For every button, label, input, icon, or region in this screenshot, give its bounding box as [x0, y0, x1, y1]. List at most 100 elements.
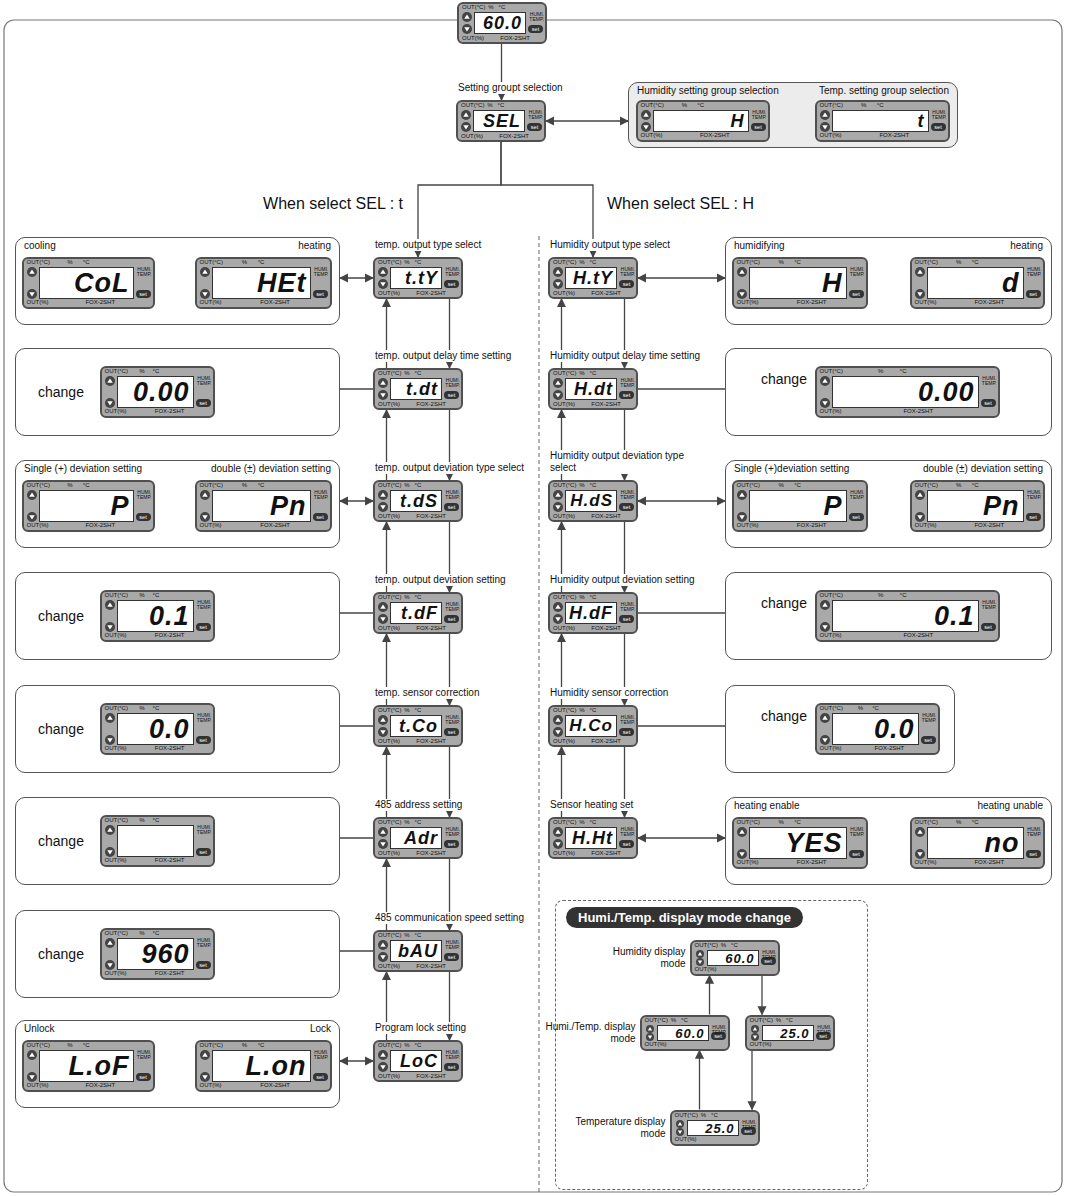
lcd-window: Adr [390, 827, 442, 849]
down-triangle [107, 401, 113, 405]
model-name: FOX-2SHT [591, 513, 621, 520]
mode-label: TEMP. [982, 605, 997, 610]
lcd-readout: no [985, 828, 1023, 858]
up-triangle [380, 605, 386, 609]
set-button: set [619, 840, 634, 848]
unit-label: OUT(°C) [915, 259, 938, 266]
mode-label: TEMP. [445, 720, 460, 725]
up-triangle [107, 602, 113, 606]
model-name: FOX-2SHT [591, 401, 621, 408]
unit-label: °C [415, 932, 422, 939]
unit-label: OUT(%) [200, 522, 222, 529]
model-name: FOX-2SHT [416, 963, 446, 970]
up-button [553, 490, 563, 500]
down-triangle [380, 1065, 386, 1069]
lcd-readout: 960 [141, 939, 192, 969]
controller-panel: 0.00setOUT(°C)%°CHUMI.TEMP.OUT(%)FOX-2SH… [100, 366, 215, 418]
mode-caption: Humi./Temp. display mode [541, 1021, 636, 1045]
mode-branch-label: When select SEL : H [605, 194, 756, 214]
unit-label: % [778, 819, 783, 826]
set-button: set [849, 850, 864, 858]
lcd-window: t [832, 110, 929, 132]
lcd-window: no [927, 827, 1024, 859]
unit-label: OUT(°C) [378, 259, 401, 266]
up-button [553, 827, 563, 837]
unit-label: OUT(°C) [27, 482, 50, 489]
down-triangle [380, 730, 386, 734]
up-button [378, 827, 388, 837]
controller-panel: PsetOUT(°C)%°CHUMI.TEMP.OUT(%)FOX-2SHT [22, 480, 155, 532]
unit-label: % [404, 594, 409, 601]
up-triangle [739, 269, 745, 273]
up-button [737, 267, 747, 277]
set-button: set [313, 1073, 328, 1081]
lcd-window: 25.0 [687, 1120, 739, 1136]
button-label: set [619, 391, 634, 399]
down-button [696, 958, 704, 966]
down-triangle [107, 738, 113, 742]
lcd-window: t.dt [390, 378, 442, 400]
lcd-readout: t.dF [401, 603, 441, 623]
down-triangle [107, 625, 113, 629]
unit-label: OUT(%) [378, 625, 400, 632]
unit-label: % [139, 592, 144, 599]
down-button [200, 289, 210, 299]
mode-caption: Temperature display mode [571, 1116, 666, 1140]
unit-label: % [242, 259, 247, 266]
unit-label: OUT(°C) [750, 1017, 773, 1024]
up-button [105, 938, 115, 948]
down-triangle [202, 1075, 208, 1079]
button-label: set [196, 848, 211, 856]
lcd-window: Pn [212, 490, 311, 522]
up-button [378, 267, 388, 277]
down-triangle [555, 393, 561, 397]
unit-label: OUT(%) [915, 859, 937, 866]
option-group: humidifyingheatingHsetOUT(°C)%°CHUMI.TEM… [725, 237, 1052, 325]
unit-label: OUT(%) [27, 1082, 49, 1089]
up-triangle [555, 270, 561, 274]
up-button [737, 827, 747, 837]
unit-label: °C [415, 819, 422, 826]
step-label: Humidity output deviation type select [548, 450, 712, 474]
up-triangle [202, 492, 208, 496]
controller-panel: H.dtsetOUT(°C)%°CHUMI.TEMP.OUT(%)FOX-2SH… [548, 368, 638, 410]
step-label: temp. output deviation setting [373, 574, 508, 586]
step-label: Humidity output type select [548, 239, 672, 251]
button-label: set [849, 850, 864, 858]
unit-label: % [778, 259, 783, 266]
lcd-readout: L.on [246, 1051, 310, 1081]
down-button [105, 847, 115, 857]
unit-label: % [701, 1112, 706, 1119]
down-button [646, 1033, 654, 1041]
lcd-readout: H.dt [574, 379, 616, 399]
lcd-readout: d [1002, 268, 1023, 298]
down-triangle [29, 515, 35, 519]
unit-label: OUT(%) [105, 970, 127, 977]
mode-label: TEMP. [1027, 495, 1042, 500]
unit-label: OUT(°C) [105, 930, 128, 937]
lcd-window: t.dS [390, 490, 442, 512]
model-name: FOX-2SHT [416, 401, 446, 408]
set-button: set [1026, 513, 1041, 521]
unit-label: °C [258, 1042, 265, 1049]
button-label: set [313, 290, 328, 298]
controller-panel: L.oFsetOUT(°C)%°CHUMI.TEMP.OUT(%)FOX-2SH… [22, 1040, 155, 1092]
up-triangle [464, 15, 470, 19]
button-label: set [136, 290, 151, 298]
unit-label: OUT(%) [27, 522, 49, 529]
action-label: change [38, 833, 84, 850]
down-triangle [380, 955, 386, 959]
unit-label: OUT(°C) [378, 370, 401, 377]
up-triangle [380, 270, 386, 274]
up-button [378, 715, 388, 725]
unit-label: OUT(%) [105, 632, 127, 639]
step-label: 485 address setting [373, 799, 464, 811]
down-button [378, 279, 388, 289]
lcd-window: H.tY [565, 267, 617, 289]
unit-label: % [404, 932, 409, 939]
button-label: set [444, 280, 459, 288]
model-name: FOX-2SHT [974, 299, 1004, 306]
button-label: set [444, 953, 459, 961]
up-triangle [380, 718, 386, 722]
